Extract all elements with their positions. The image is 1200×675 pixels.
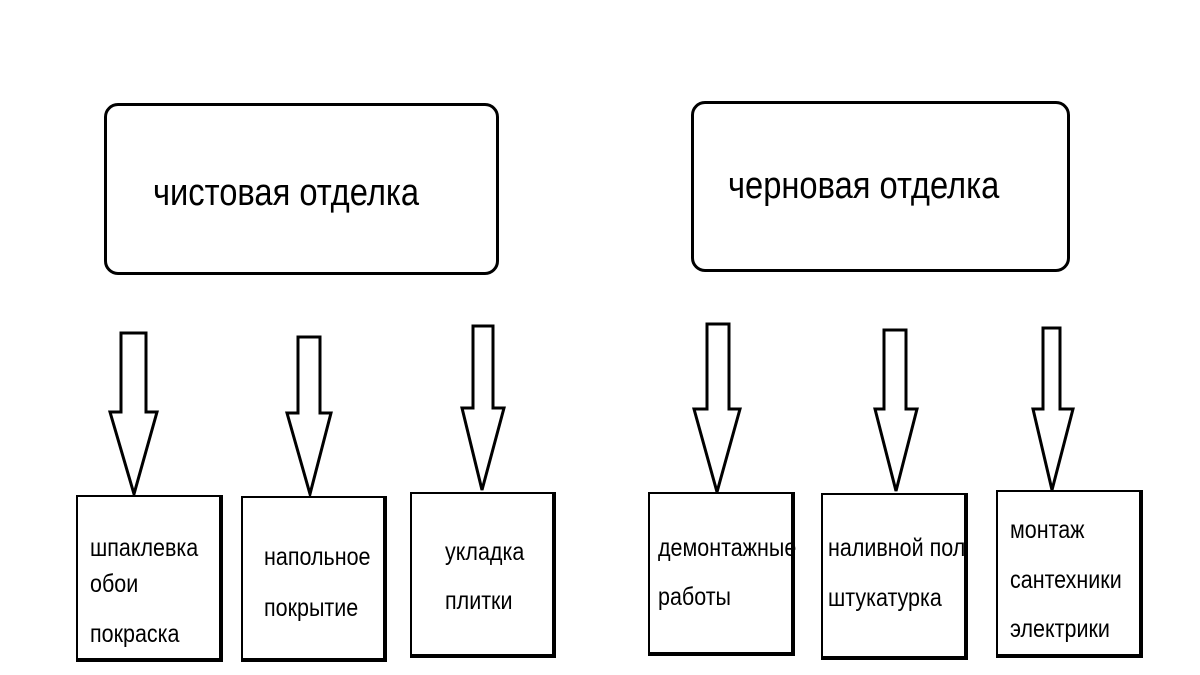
item-box [410,492,556,658]
item-box [996,490,1143,658]
item-line: покраска [90,620,180,648]
item-box [821,493,968,660]
item-box [648,492,795,656]
group-title: черновая отделка [728,165,1000,207]
item-line: наливной пол [828,534,966,562]
item-line: шпаклевка [90,534,199,562]
down-arrow-icon [692,322,742,498]
down-arrow-icon [107,331,159,500]
item-line: сантехники [1010,566,1122,594]
item-line: электрики [1010,615,1110,643]
group-title: чистовая отделка [153,172,420,214]
down-arrow-icon [873,328,919,492]
down-arrow-icon [1031,326,1075,491]
item-line: укладка [445,538,525,566]
item-line: напольное [264,543,371,571]
group-header-box [104,103,499,275]
item-line: покрытие [264,594,359,622]
item-line: демонтажные [658,534,797,562]
down-arrow-icon [460,324,506,491]
item-box [241,496,387,662]
item-line: монтаж [1010,516,1085,544]
down-arrow-icon [285,335,333,500]
item-line: штукатурка [828,584,942,612]
item-line: работы [658,583,732,611]
item-line: обои [90,570,139,598]
group-header-box [691,101,1070,272]
item-box [76,495,223,662]
item-line: плитки [445,587,513,615]
